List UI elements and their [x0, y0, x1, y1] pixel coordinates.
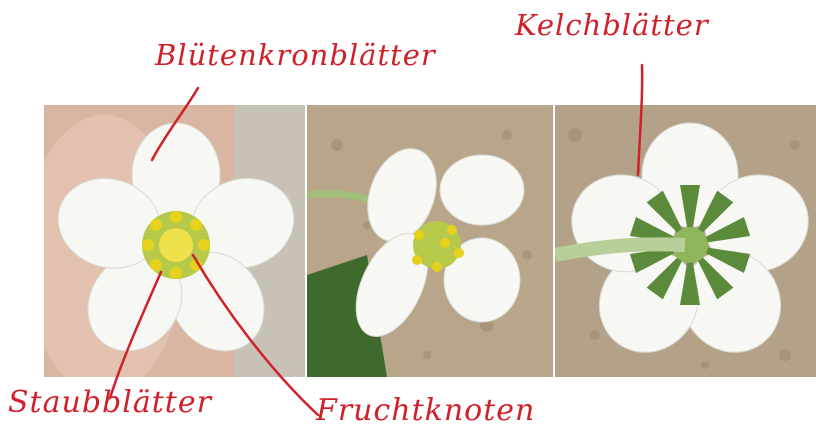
label-petals: Blütenkronblätter: [155, 38, 436, 72]
photo-flower-side: [307, 105, 553, 377]
photo-flower-front: [44, 105, 305, 377]
label-stamens: Staubblätter: [8, 385, 212, 420]
label-sepals: Kelchblätter: [515, 8, 709, 42]
label-ovary: Fruchtknoten: [316, 393, 535, 428]
photo-flower-back: [555, 105, 816, 377]
